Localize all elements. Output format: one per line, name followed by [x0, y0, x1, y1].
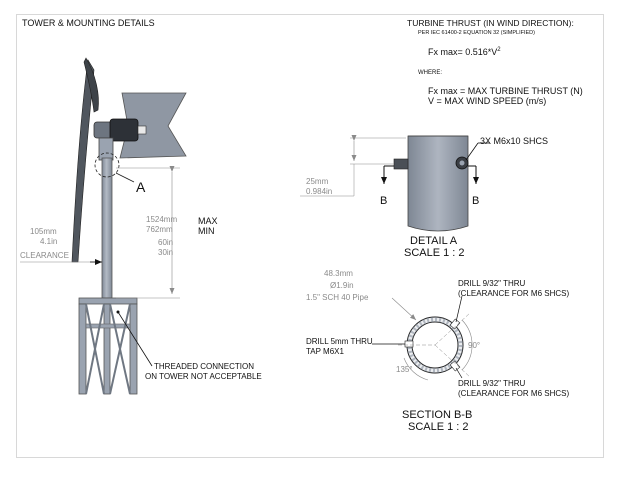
drill-top-line-1: DRILL 9/32" THRU: [458, 279, 526, 288]
blade: [83, 57, 99, 113]
bolt-head-left: [393, 158, 409, 170]
tower-brace: [85, 303, 105, 395]
drill-bottom-line-2: (CLEARANCE FOR M6 SHCS): [458, 389, 569, 398]
section-bb-scale: SCALE 1 : 2: [408, 421, 469, 433]
max-in: 60in: [158, 238, 173, 247]
clearance-in: 4.1in: [40, 237, 57, 246]
nose-cone: [137, 125, 147, 135]
clearance-mm: 105mm: [30, 227, 57, 236]
section-mark-b-right: B: [472, 195, 479, 207]
thrust-heading: TURBINE THRUST (IN WIND DIRECTION):: [407, 18, 574, 28]
threaded-note-leader: [117, 311, 153, 367]
detail-a-view: 3X M6x10 SHCS 25mm 0.984in B B DETAIL A …: [300, 135, 548, 259]
definition-v: V = MAX WIND SPEED (m/s): [428, 96, 546, 106]
yaw-mount: [98, 137, 114, 161]
thrust-formula: Fx max= 0.516*V2: [428, 47, 501, 57]
bolt-socket: [459, 160, 465, 166]
drill-left-line-1: DRILL 5mm THRU: [306, 337, 373, 346]
min-label: MIN: [198, 226, 215, 236]
min-in: 30in: [158, 248, 173, 257]
tower-pipe: [101, 157, 113, 299]
max-label: MAX: [198, 216, 218, 226]
pipe-dia-mm: 48.3mm: [324, 269, 353, 278]
detail-dim-in: 0.984in: [306, 187, 332, 196]
tower-rung: [85, 323, 131, 329]
pipe-spec: 1.5" SCH 40 Pipe: [306, 293, 369, 302]
thrust-reference: PER IEC 61400-2 EQUATION 32 (SIMPLIFIED): [418, 30, 535, 36]
detail-a-scale: SCALE 1 : 2: [404, 247, 465, 259]
drawing-sheet: [16, 14, 604, 458]
drill-bottom-leader: [455, 367, 463, 379]
detail-a-circle: [94, 152, 120, 178]
detail-a-leader: [115, 172, 135, 183]
clearance-label: CLEARANCE: [20, 251, 69, 260]
center-line: [434, 344, 471, 378]
min-mm: 762mm: [146, 225, 173, 234]
hole-bottom: [449, 360, 461, 372]
hole-left: [404, 340, 414, 348]
dia-leader: [391, 297, 417, 321]
drill-bottom-line-1: DRILL 9/32" THRU: [458, 379, 526, 388]
center-line: [434, 312, 471, 346]
tower-top-plate: [78, 297, 138, 305]
detail-a-name: DETAIL A: [410, 235, 458, 247]
drill-top-leader: [455, 295, 463, 323]
page-title: TOWER & MOUNTING DETAILS: [22, 18, 155, 28]
drill-left-line-2: TAP M6X1: [306, 347, 344, 356]
turbine-tower-view: A THREADED CONNECTION ON TOWER NOT ACCEP…: [20, 57, 262, 395]
generator: [109, 118, 139, 142]
section-mark-b-left: B: [380, 195, 387, 207]
threaded-note-line-2: ON TOWER NOT ACCEPTABLE: [145, 372, 262, 381]
definition-fx: Fx max = MAX TURBINE THRUST (N): [428, 86, 583, 96]
section-bb-name: SECTION B-B: [402, 409, 472, 421]
bolt-leader: [465, 142, 479, 161]
pipe-dia-in: Ø1.9in: [330, 281, 354, 290]
angle-90: 90°: [468, 341, 480, 350]
leader-dot: [116, 310, 120, 314]
detail-a-pipe: [407, 135, 469, 232]
detail-dim-mm: 25mm: [306, 177, 329, 186]
pipe-wall-hatch: [407, 317, 463, 373]
bolt-note: 3X M6x10 SHCS: [480, 136, 548, 146]
threaded-note-line-1: THREADED CONNECTION: [154, 362, 254, 371]
detail-a-callout: A: [136, 179, 146, 195]
tower-leg-center: [103, 303, 111, 395]
section-bb-view: 48.3mm Ø1.9in 1.5" SCH 40 Pipe 90° 135° …: [306, 269, 569, 433]
angle-135: 135°: [396, 365, 413, 374]
where-label: WHERE:: [418, 70, 442, 76]
tower-leg-left: [78, 303, 87, 395]
angle-arc-right: [461, 319, 473, 371]
hole-top: [449, 318, 461, 330]
drill-top-line-2: (CLEARANCE FOR M6 SHCS): [458, 289, 569, 298]
max-mm: 1524mm: [146, 215, 177, 224]
tower-leg-right: [129, 303, 138, 395]
tower-brace: [109, 303, 131, 395]
